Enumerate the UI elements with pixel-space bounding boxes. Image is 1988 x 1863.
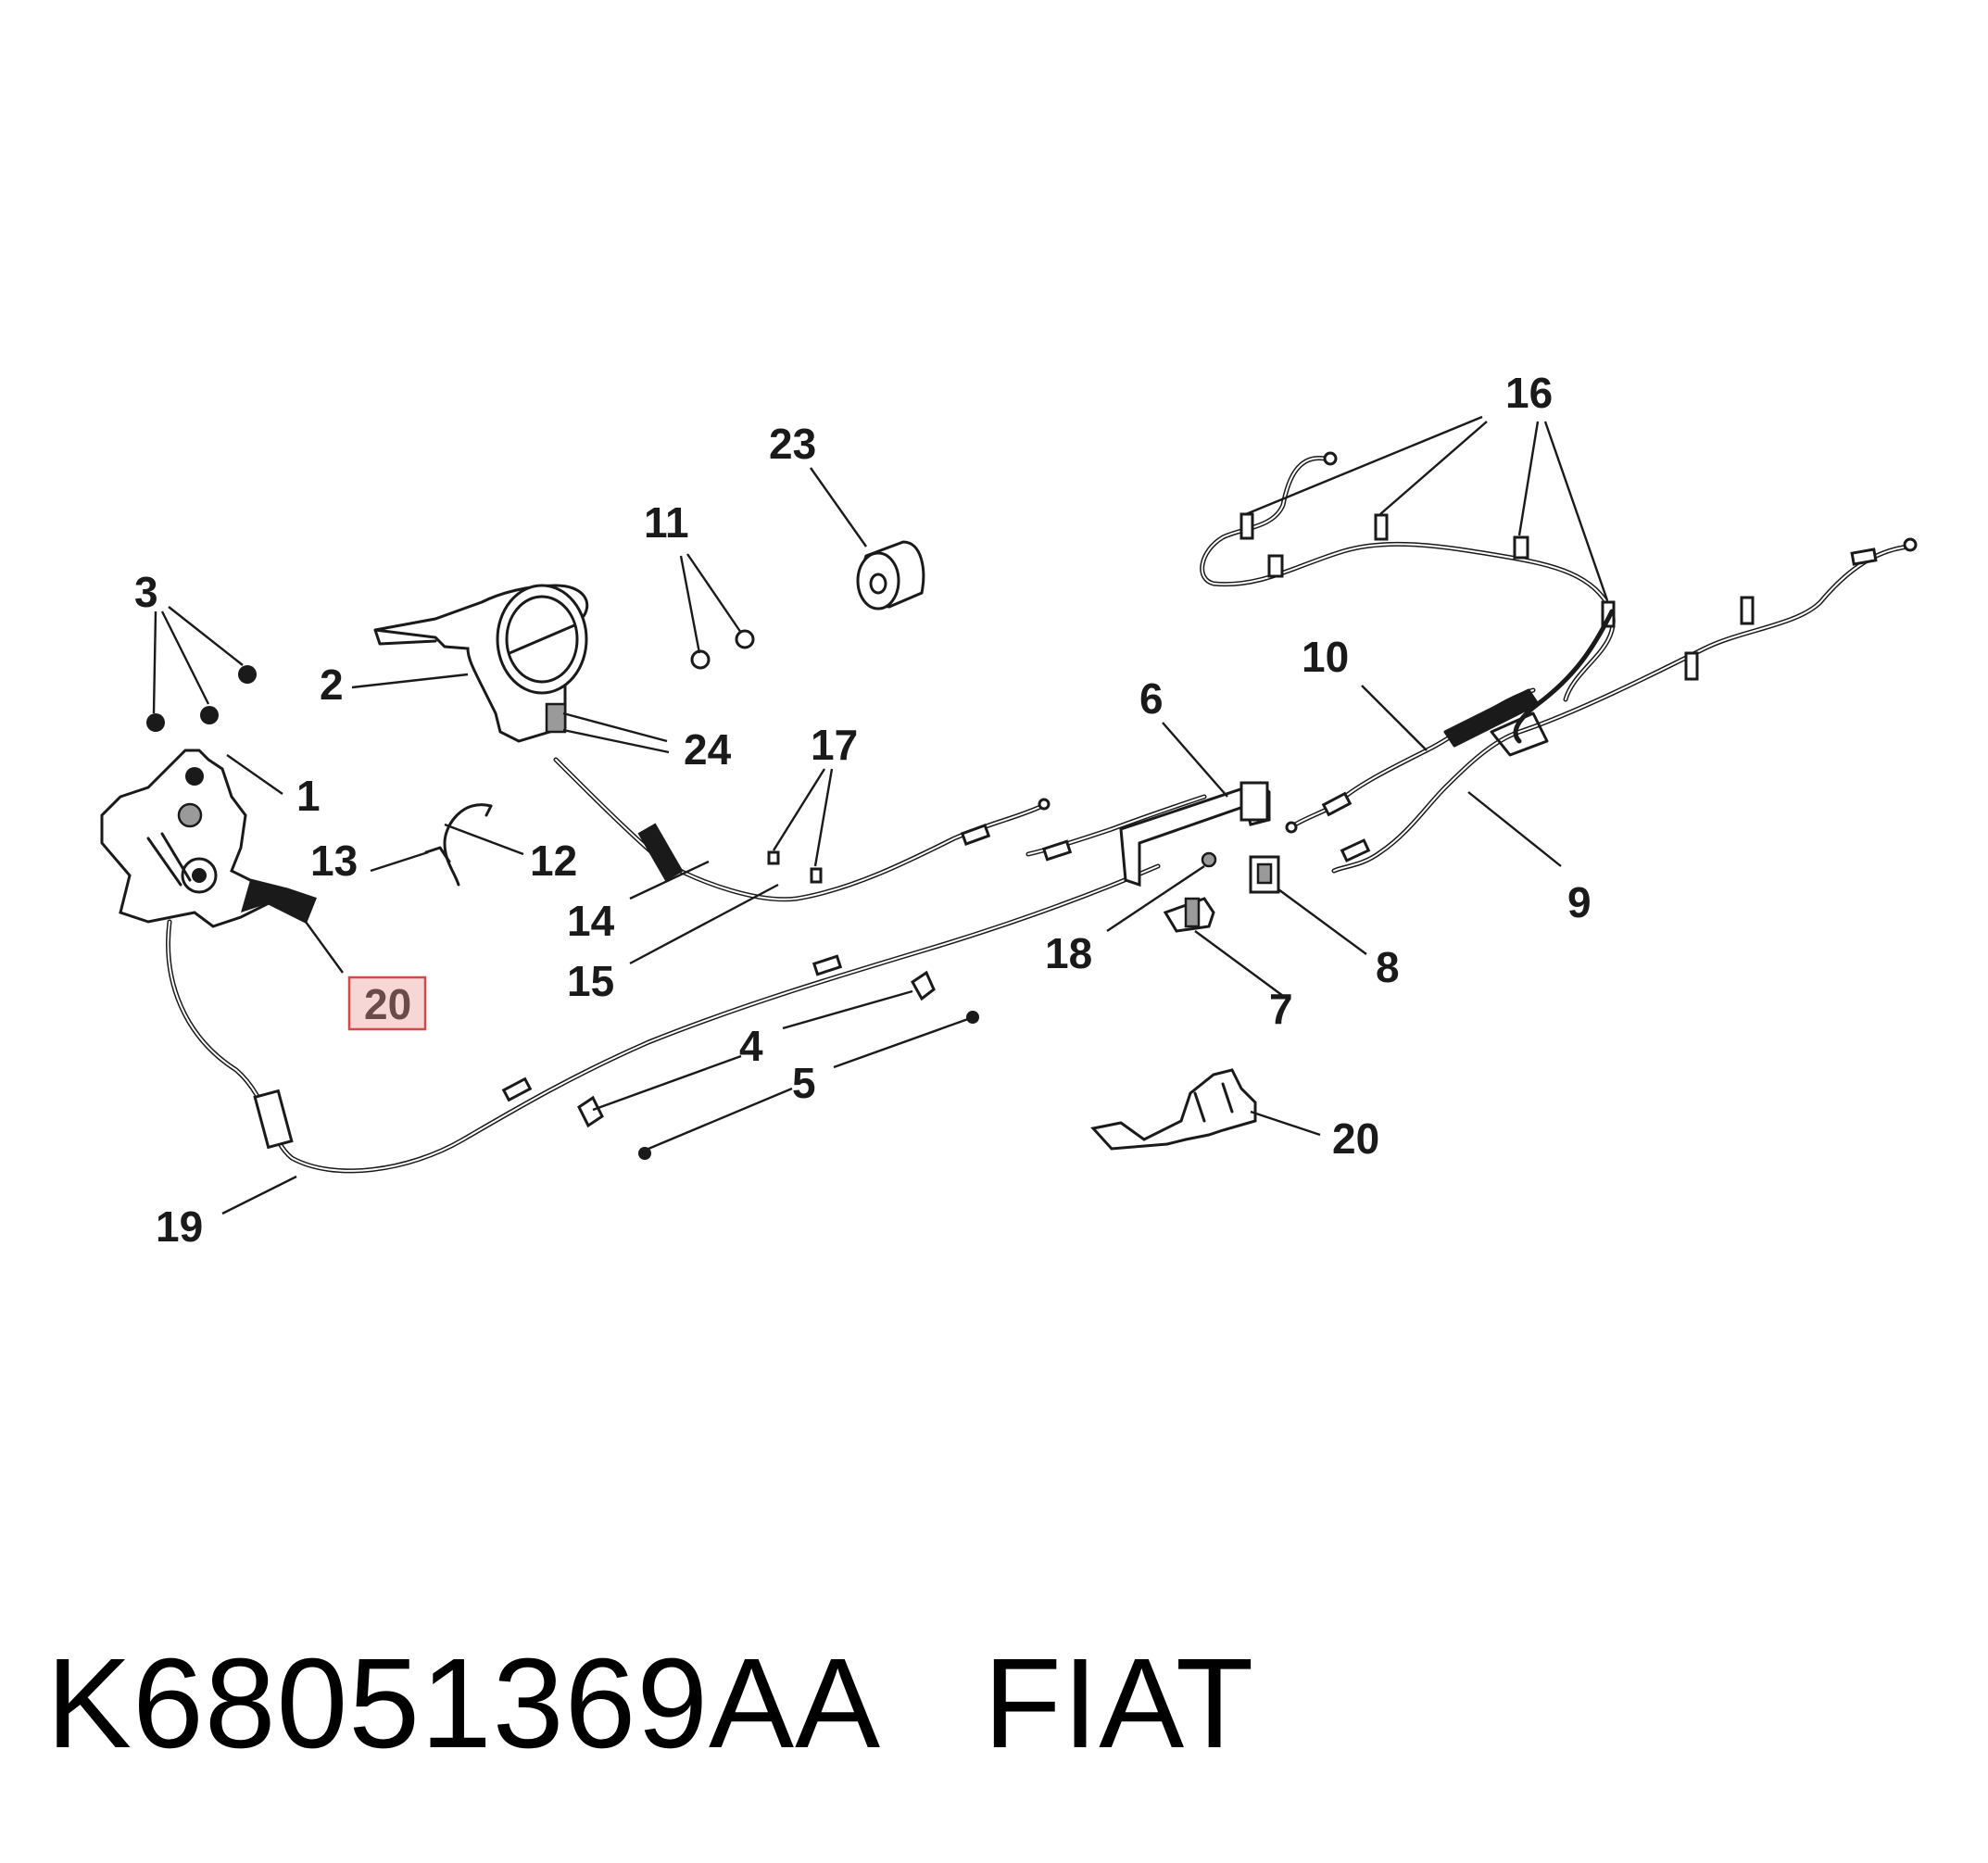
part-7-bracket [1163,897,1215,933]
callout-8: 8 [1376,943,1400,991]
callout-20: 20 [364,980,411,1028]
callout-6: 6 [1139,674,1164,723]
callout-16: 16 [1505,369,1553,417]
part-18-plug [1201,851,1217,868]
part-3-nuts [146,665,257,732]
cable-center-front [553,757,1051,902]
callout-18: 18 [1045,929,1092,977]
callout-4: 4 [739,1022,763,1070]
callout-19: 19 [156,1202,203,1251]
callout-11: 11 [644,498,689,547]
cable-16-rear-upper [1200,451,1616,702]
callout-24: 24 [684,725,732,774]
cable-10-rear-left [1285,687,1540,834]
part-11-screws [690,629,755,670]
callout-17: 17 [811,721,858,769]
part-12-13-clip [424,803,493,887]
cable-rear-right [1331,537,1918,874]
callout-21: 20 [1332,1114,1379,1163]
callout-5: 5 [792,1059,816,1107]
part-6-bracket [1119,781,1271,887]
callout-9: 9 [1567,878,1592,926]
part-2-console-bezel [373,584,589,743]
callout-labels: 1 2 3 4 5 6 7 8 9 10 11 12 13 14 15 16 1… [134,369,1592,1251]
callout-2: 2 [320,661,344,709]
callout-15: 15 [567,957,614,1005]
callout-7: 7 [1269,985,1293,1033]
callout-14: 14 [567,897,615,945]
callout-3: 3 [134,568,158,616]
callout-12: 12 [530,837,577,885]
cable-19-front [166,863,1161,1174]
callout-13: 13 [310,837,358,885]
cable-9-link [1490,609,1615,757]
part-number: K68051369AA [46,1632,874,1775]
part-17-screws [767,850,823,884]
part-1-pedal-assembly [100,749,317,928]
part-8-sensor [1249,855,1280,894]
leader-lines [152,415,1609,1215]
part-number-caption: K68051369AA FIAT [46,1640,1254,1768]
part-4-5-fasteners [577,970,979,1160]
callout-23: 23 [769,420,816,468]
callout-10: 10 [1302,633,1349,681]
part-23-grommet [856,540,925,611]
part-21-heat-shield [1090,1068,1257,1151]
cable-left-center [1025,794,1207,862]
callout-1: 1 [296,772,321,820]
callout-20-highlight-box [347,976,427,1031]
brand-name: FIAT [983,1632,1255,1775]
